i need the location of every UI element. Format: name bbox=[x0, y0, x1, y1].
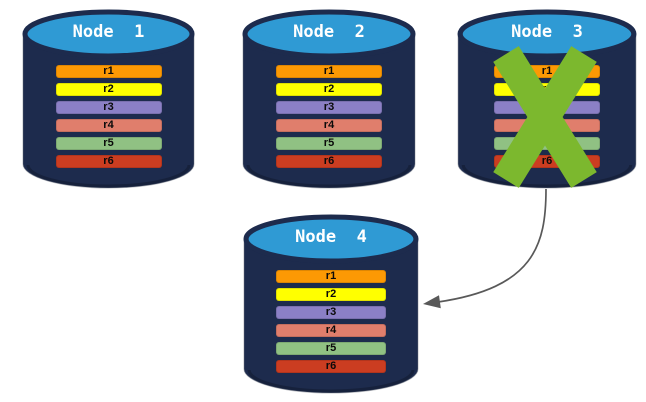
arrowhead-icon bbox=[423, 295, 441, 309]
row-r3: r3 bbox=[276, 101, 382, 114]
db-node-4: Node 4 r1 r2 r3 r4 r5 r6 bbox=[242, 211, 420, 395]
failure-x-icon bbox=[493, 46, 597, 188]
row-r5: r5 bbox=[276, 137, 382, 150]
row-r3: r3 bbox=[276, 306, 386, 319]
row-list: r1 r2 r3 r4 r5 r6 bbox=[55, 65, 162, 168]
row-r5: r5 bbox=[276, 342, 386, 355]
row-r2: r2 bbox=[276, 83, 382, 96]
row-r1: r1 bbox=[276, 270, 386, 283]
row-r4: r4 bbox=[276, 324, 386, 337]
row-r4: r4 bbox=[55, 119, 162, 132]
node-title: Node 3 bbox=[511, 22, 583, 42]
row-r6: r6 bbox=[55, 155, 162, 168]
row-r6: r6 bbox=[276, 155, 382, 168]
row-r5: r5 bbox=[55, 137, 162, 150]
row-r6: r6 bbox=[276, 360, 386, 373]
row-r2: r2 bbox=[276, 288, 386, 301]
db-node-3: Node 3 r1 r2 r3 r4 r5 r6 bbox=[456, 6, 638, 190]
db-node-1: Node 1 r1 r2 r3 r4 r5 r6 bbox=[21, 6, 196, 190]
row-list: r1 r2 r3 r4 r5 r6 bbox=[276, 270, 386, 373]
row-r3: r3 bbox=[55, 101, 162, 114]
db-node-2: Node 2 r1 r2 r3 r4 r5 r6 bbox=[241, 6, 417, 190]
node-title: Node 1 bbox=[72, 22, 145, 42]
row-r4: r4 bbox=[276, 119, 382, 132]
row-r1: r1 bbox=[276, 65, 382, 78]
node-title: Node 4 bbox=[295, 227, 367, 247]
row-list: r1 r2 r3 r4 r5 r6 bbox=[276, 65, 382, 168]
row-r1: r1 bbox=[55, 65, 162, 78]
row-r2: r2 bbox=[55, 83, 162, 96]
node-title: Node 2 bbox=[293, 22, 365, 42]
